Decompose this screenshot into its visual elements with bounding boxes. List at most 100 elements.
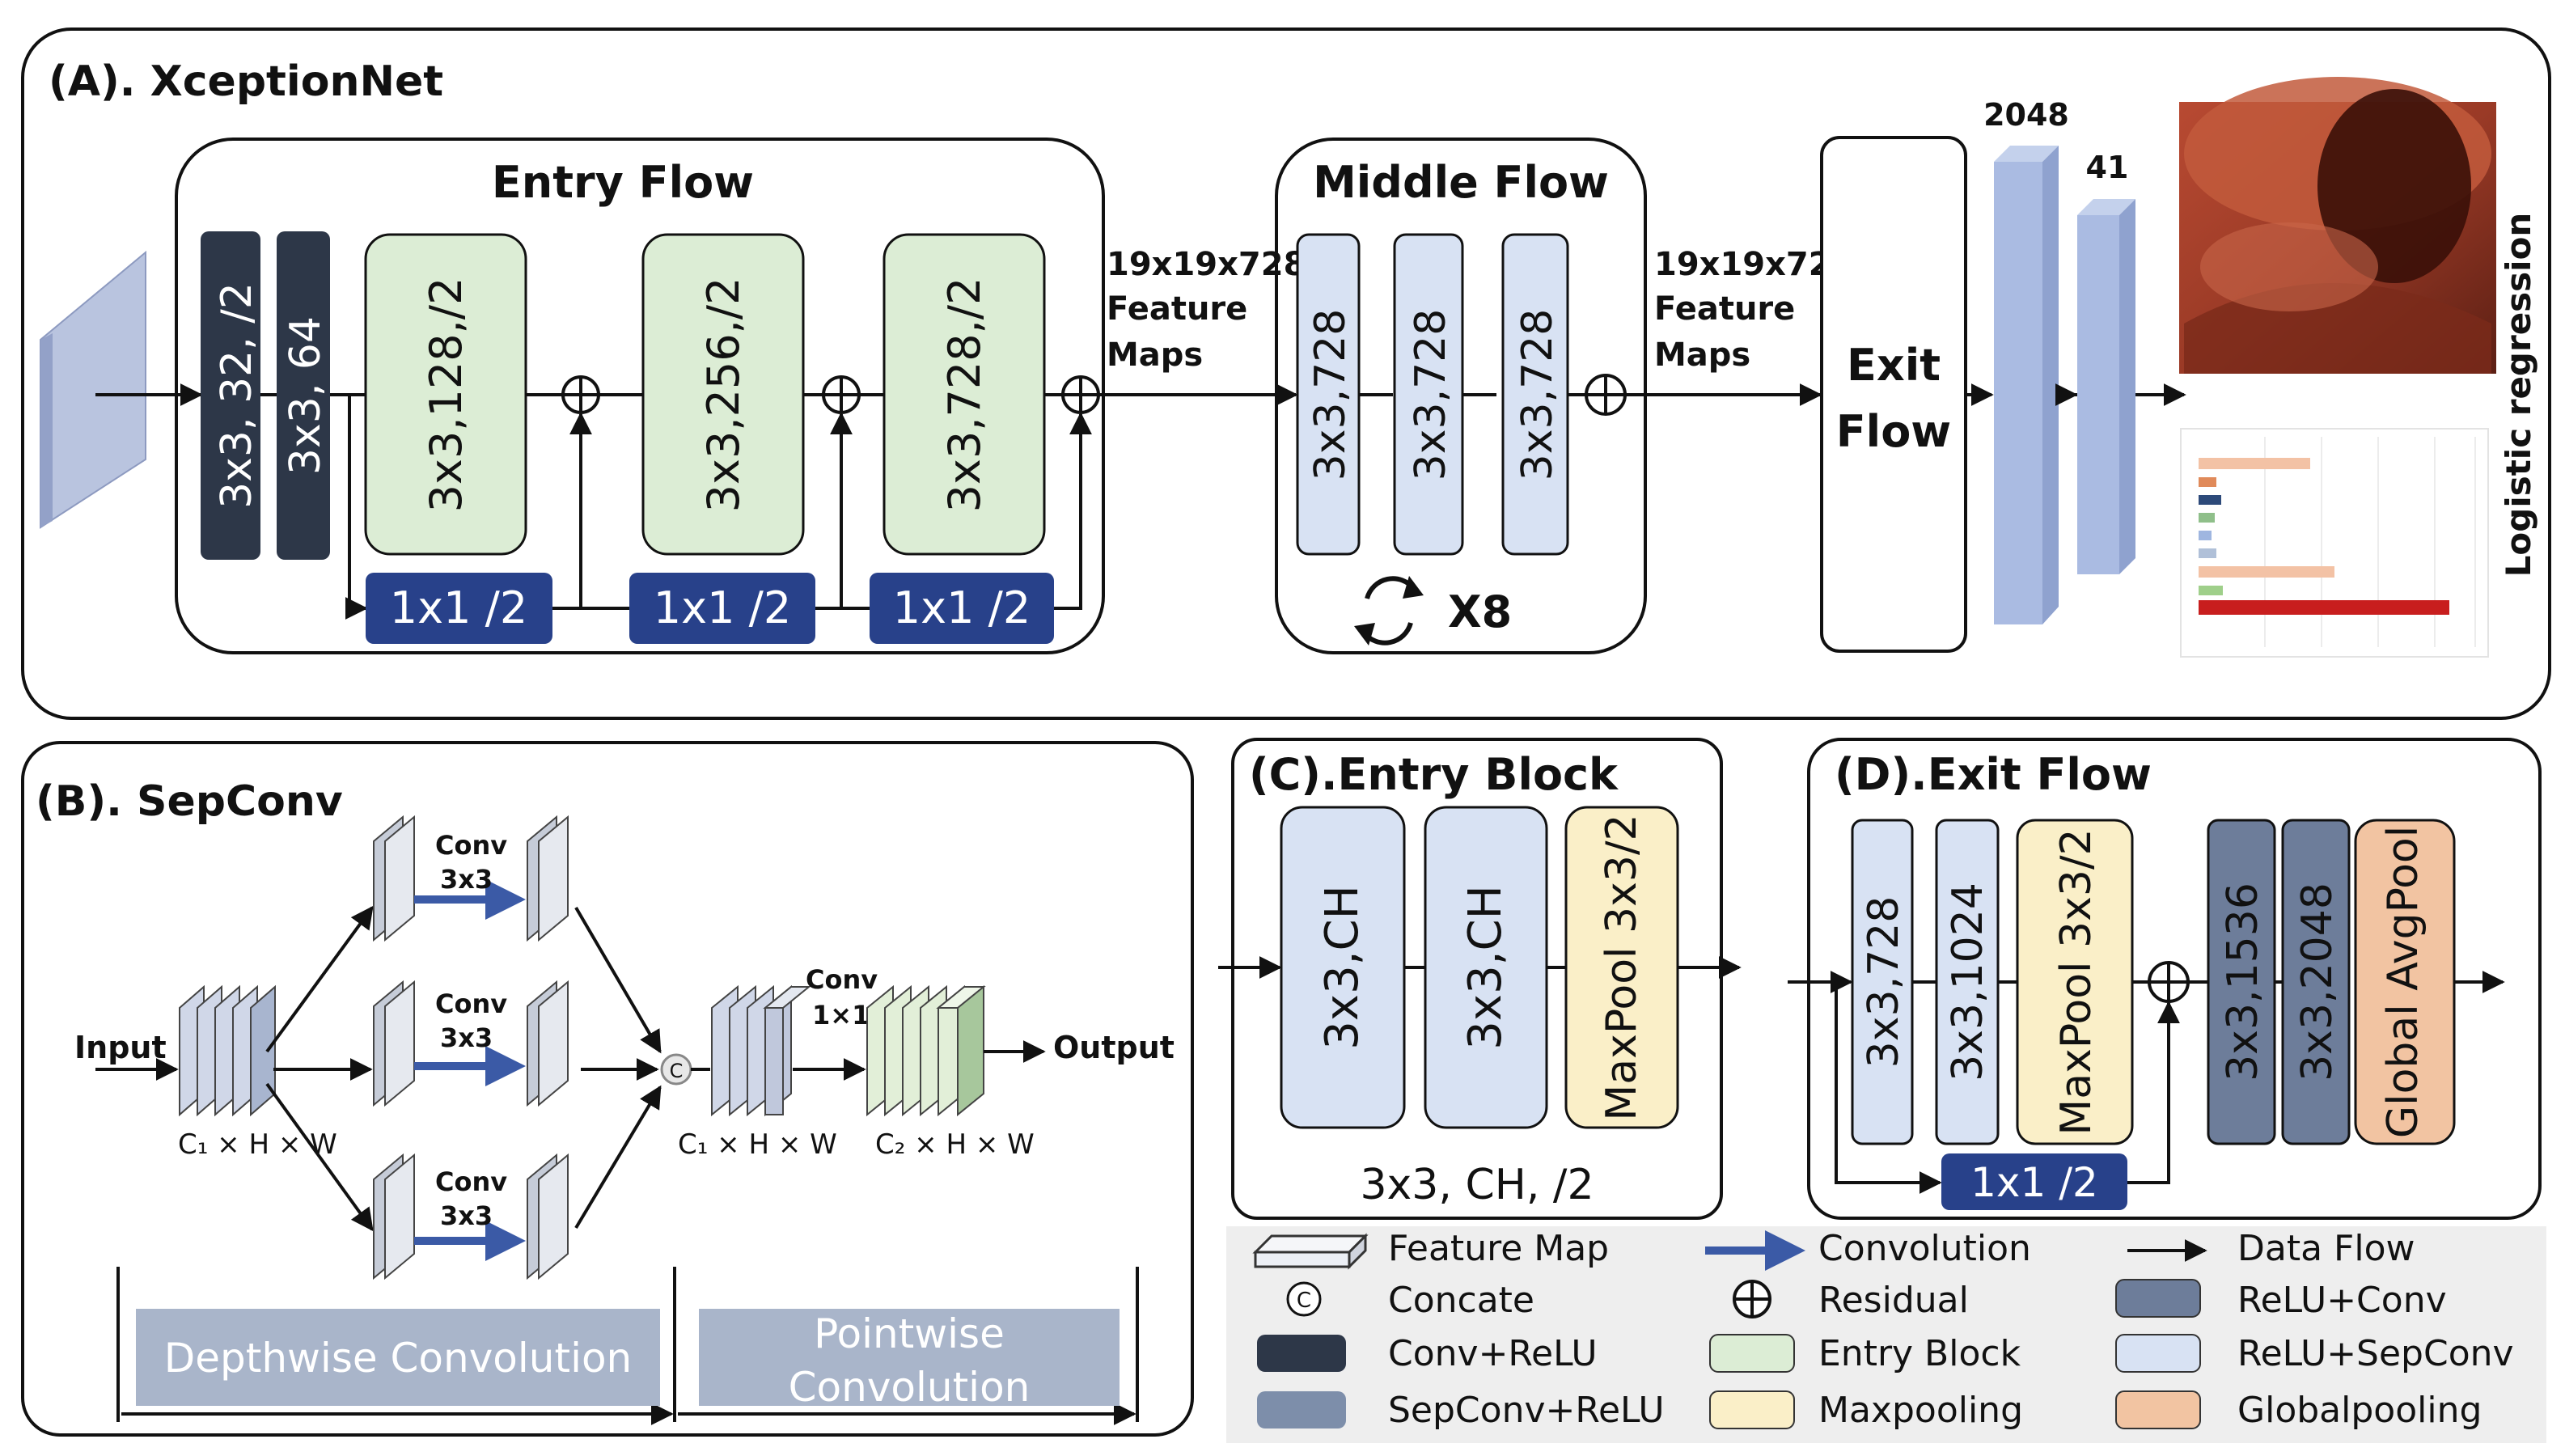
exit-sep-block-728-label: 3x3,728	[1860, 896, 1908, 1069]
panel-d-exit-flow: (D).Exit Flow 3x3,728 3x3,1024 MaxPool 3…	[1788, 738, 2542, 1220]
repeat-count: X8	[1448, 586, 1512, 637]
entry-block-256	[641, 233, 805, 556]
feature-map-icon	[1252, 1233, 1369, 1270]
conv3-mid-size: 3x3	[440, 1022, 493, 1053]
exit-sep-block-1024-label: 3x3,1024	[1944, 882, 1992, 1081]
input-label: Input	[74, 1030, 167, 1065]
legend: Feature Map Convolution Data Flow C Conc…	[1226, 1226, 2546, 1443]
globalpooling-swatch	[2115, 1390, 2201, 1429]
conv3-mid-label: Conv	[435, 988, 507, 1019]
panel-c-title: (C).Entry Block	[1249, 749, 1619, 800]
legend-relu-sepconv: ReLU+SepConv	[2237, 1333, 2514, 1374]
depthwise-label: Depthwise Convolution	[164, 1335, 633, 1382]
panel-c-entry-block: (C).Entry Block 3x3,CH 3x3,CH MaxPool 3x…	[1218, 738, 1742, 1220]
panel-b-frame	[21, 741, 1194, 1437]
input-tensor	[179, 984, 276, 1117]
feature-maps-1-size: 19x19x728	[1107, 246, 1306, 283]
exit-sep-block-728	[1851, 819, 1914, 1145]
legend-entry-block: Entry Block	[1818, 1333, 2021, 1374]
fc-41-size: 41	[2086, 150, 2129, 185]
entry-block-caption: 3x3, CH, /2	[1360, 1161, 1594, 1209]
conv-block-1-label: 3x3, 32, /2	[213, 282, 261, 509]
classifier-label: Logistic regression	[2499, 213, 2538, 578]
feature-maps-1-maps: Maps	[1107, 336, 1203, 374]
exit-maxpool-block	[2016, 819, 2134, 1145]
conv-block-2-label: 3x3, 64	[281, 316, 330, 475]
feature-maps-1-word: Feature	[1107, 290, 1247, 328]
legend-sepconv-relu: SepConv+ReLU	[1388, 1390, 1665, 1431]
exit-conv-block-2048-label: 3x3,2048	[2293, 882, 2342, 1081]
panel-b-title: (B). SepConv	[36, 777, 343, 826]
middle-block-2	[1393, 233, 1464, 556]
entry-sep-block-2-label: 3x3,CH	[1459, 885, 1512, 1049]
input-feature-map	[40, 250, 146, 529]
residual-1x1-b-label: 1x1 /2	[654, 582, 791, 633]
pointwise-label-2: Convolution	[789, 1364, 1031, 1411]
entry-sep-block-2	[1424, 806, 1548, 1129]
conv1-label: Conv	[806, 964, 878, 995]
legend-maxpooling: Maxpooling	[1818, 1390, 2023, 1431]
fc-2048-layer	[1994, 146, 2059, 624]
legend-convolution: Convolution	[1818, 1228, 2031, 1269]
conv3-top-size: 3x3	[440, 864, 493, 895]
depthwise-banner	[136, 1309, 660, 1406]
residual-1x1-c-label: 1x1 /2	[893, 582, 1031, 633]
legend-feature-map: Feature Map	[1388, 1228, 1609, 1269]
conv3-top-label: Conv	[435, 830, 507, 861]
entry-block-128-label: 3x3,128,/2	[421, 277, 472, 513]
endoscopy-image	[2179, 77, 2496, 374]
conv-relu-swatch	[1257, 1335, 1346, 1372]
exit-conv-block-2048	[2281, 819, 2351, 1145]
conv3-bot-label: Conv	[435, 1166, 507, 1197]
residual-1x1-c	[870, 573, 1054, 644]
entry-maxpool-block	[1564, 806, 1679, 1129]
output-shape: C₂ × H × W	[875, 1128, 1035, 1161]
middle-block-3-label: 3x3,728	[1513, 309, 1562, 481]
depthwise-branch-top	[373, 815, 569, 942]
depthwise-branch-bottom	[373, 1153, 569, 1280]
concat-legend-symbol: C	[1297, 1289, 1311, 1313]
entry-block-128	[364, 233, 527, 556]
panel-a-xceptionnet: (A). XceptionNet Entry Flow 3x3, 32, /2 …	[21, 28, 2551, 720]
entry-block-728-label: 3x3,728,/2	[939, 277, 990, 513]
entry-block-256-label: 3x3,256,/2	[698, 277, 749, 513]
depthwise-branch-middle	[373, 980, 569, 1107]
conv-block-2	[277, 231, 330, 560]
exit-residual-1x1	[1941, 1153, 2127, 1210]
exit-conv-block-1536	[2207, 819, 2276, 1145]
legend-conv-relu: Conv+ReLU	[1388, 1333, 1598, 1374]
output-tensor	[866, 984, 986, 1117]
conv-block-1	[201, 231, 260, 560]
middle-block-3	[1501, 233, 1569, 556]
prediction-bar-chart	[2180, 428, 2489, 658]
panel-a-title: (A). XceptionNet	[49, 57, 443, 106]
feature-maps-2-word: Feature	[1654, 290, 1795, 328]
relu-conv-swatch	[2115, 1279, 2201, 1318]
middle-flow-title: Middle Flow	[1313, 157, 1609, 208]
residual-1x1-a-label: 1x1 /2	[390, 582, 527, 633]
residual-1x1-a	[366, 573, 552, 644]
entry-sep-block-1	[1280, 806, 1406, 1129]
exit-flow-label-1: Exit	[1847, 340, 1941, 391]
global-avgpool-label: Global AvgPool	[2379, 826, 2427, 1138]
pointwise-label-1: Pointwise	[814, 1310, 1005, 1357]
middle-block-1	[1296, 233, 1361, 556]
exit-residual-1x1-label: 1x1 /2	[1970, 1159, 2098, 1206]
exit-conv-block-1536-label: 3x3,1536	[2219, 882, 2267, 1081]
entry-residual-paths	[345, 395, 1092, 620]
panel-b-sepconv: (B). SepConv Input C₁ × H × W	[21, 741, 1194, 1437]
pointwise-banner	[699, 1309, 1120, 1406]
sepconv-relu-swatch	[1257, 1391, 1346, 1428]
legend-concate: Concate	[1388, 1280, 1534, 1321]
input-shape: C₁ × H × W	[178, 1128, 337, 1161]
relu-sepconv-swatch	[2115, 1334, 2201, 1373]
residual-1x1-b	[629, 573, 815, 644]
concat-shape: C₁ × H × W	[678, 1128, 837, 1161]
conv3-bot-size: 3x3	[440, 1200, 493, 1231]
exit-maxpool-label: MaxPool 3x3/2	[2052, 828, 2101, 1135]
fc-2048-size: 2048	[1983, 97, 2069, 133]
entry-block-728	[883, 233, 1046, 556]
entry-sep-block-1-label: 3x3,CH	[1316, 885, 1369, 1049]
concat-symbol: C	[670, 1060, 684, 1082]
